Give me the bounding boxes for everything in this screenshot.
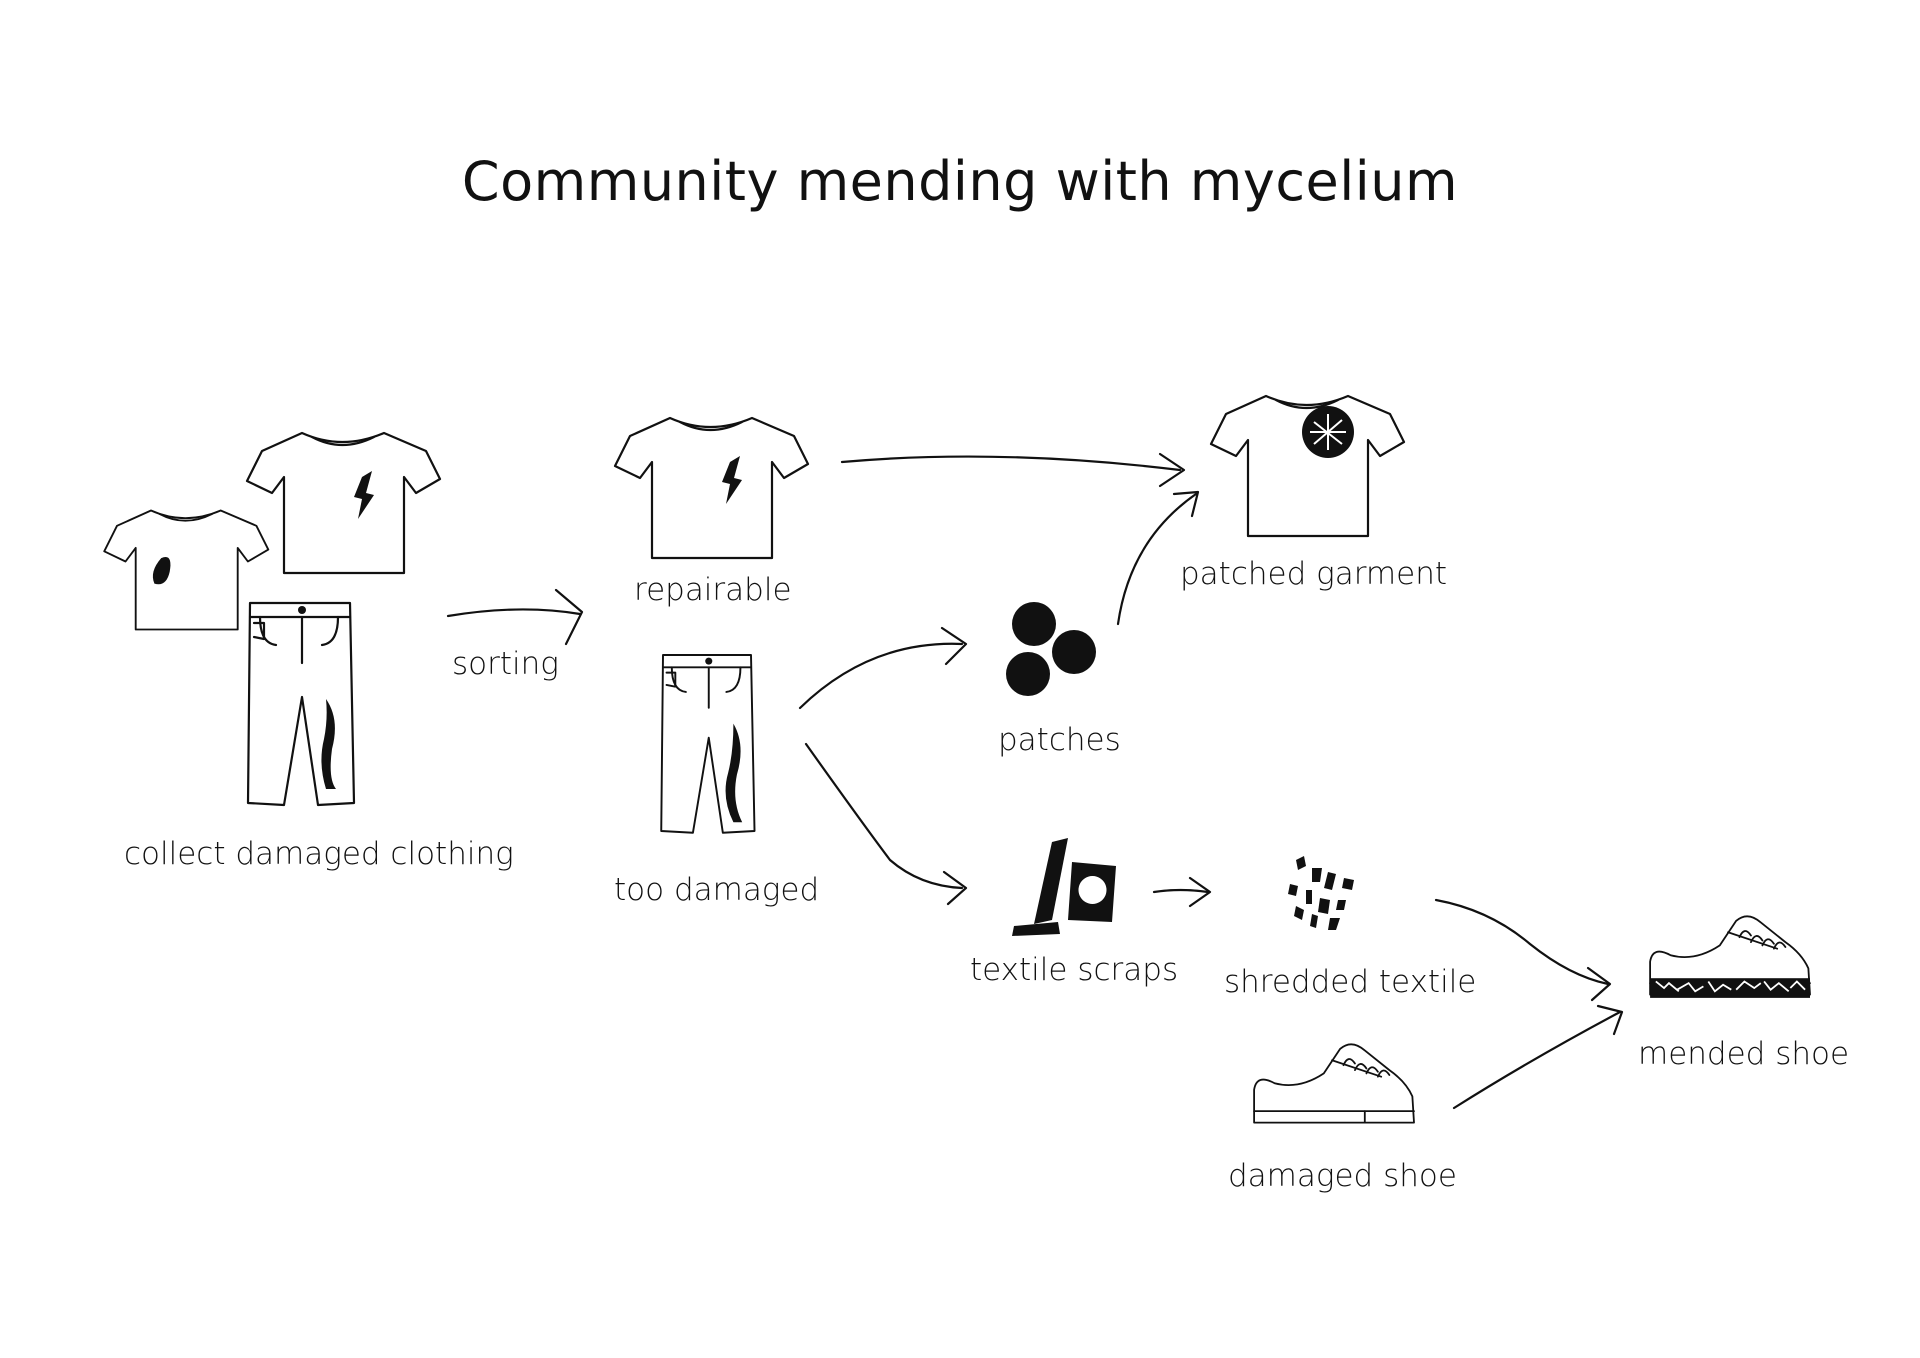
arrow-icon (842, 454, 1184, 486)
jeans-icon (661, 655, 754, 833)
tshirt-icon (615, 418, 808, 558)
label-textile-scraps: textile scraps (970, 952, 1178, 988)
arrow-icon (448, 590, 582, 644)
tshirt-icon (104, 511, 268, 630)
label-damaged-shoe: damaged shoe (1228, 1158, 1457, 1194)
label-patched-garment: patched garment (1180, 556, 1447, 592)
label-mended-shoe: mended shoe (1638, 1036, 1849, 1072)
label-too-damaged: too damaged (614, 872, 819, 908)
tshirt-icon (1211, 396, 1404, 536)
textile-scraps-icon (1012, 838, 1116, 936)
arrow-icon (806, 744, 966, 904)
label-repairable: repairable (634, 572, 792, 608)
label-collect-damaged-clothing: collect damaged clothing (124, 836, 514, 872)
shredded-textile-icon (1288, 856, 1354, 930)
patches-icon (1006, 602, 1096, 696)
label-shredded-textile: shredded textile (1224, 964, 1476, 1000)
arrow-icon (800, 628, 966, 708)
tshirt-icon (247, 433, 440, 573)
sneaker-icon (1254, 1044, 1414, 1122)
arrow-icon (1454, 1006, 1622, 1108)
mended-sneaker-icon (1650, 916, 1810, 998)
jeans-icon (248, 603, 354, 805)
label-sorting: sorting (452, 646, 559, 682)
label-patches: patches (998, 722, 1121, 758)
arrow-icon (1154, 878, 1210, 906)
